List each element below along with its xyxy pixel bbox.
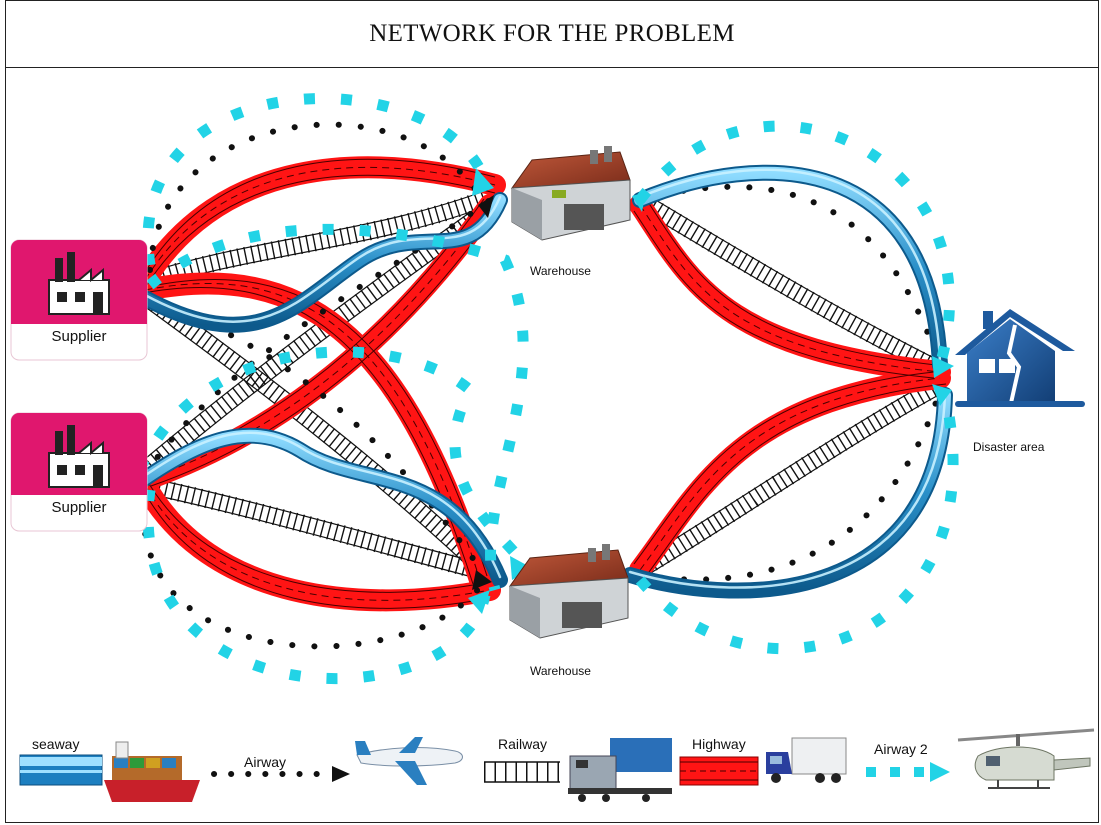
- warehouse-label: Warehouse: [530, 664, 591, 678]
- seaway-link: [134, 429, 506, 586]
- legend-airway-label: Airway: [244, 754, 286, 770]
- airplane-icon: [355, 737, 463, 785]
- airway2-link: [142, 93, 491, 266]
- legend-highway: Highway: [679, 736, 847, 786]
- airway2-links: [134, 93, 959, 684]
- railway-link: [139, 197, 501, 477]
- airway2-link: [635, 393, 959, 655]
- warehouse-label: Warehouse: [530, 264, 591, 278]
- airway-link: [147, 121, 488, 273]
- airway-link: [140, 487, 488, 650]
- seaway-links: [132, 164, 953, 599]
- house-icon: [955, 309, 1085, 407]
- airway2-link: [134, 346, 525, 563]
- legend: seaway Airway: [19, 728, 1095, 802]
- truck-icon: [766, 737, 847, 783]
- legend-railway-label: Railway: [498, 736, 547, 752]
- railway-link: [144, 292, 502, 587]
- airway2-link: [142, 489, 491, 684]
- train-icon: [568, 738, 672, 802]
- arrowheads: [468, 168, 954, 614]
- factory-icon: [48, 252, 110, 315]
- legend-seaway-label: seaway: [32, 736, 79, 752]
- railway-links: [138, 186, 945, 587]
- supplier-label: Supplier: [51, 328, 106, 345]
- warehouse-node-top[interactable]: Warehouse: [510, 146, 631, 278]
- airway-links: [140, 121, 943, 650]
- railway-link: [147, 186, 499, 289]
- disaster-area-label: Disaster area: [973, 440, 1045, 454]
- airway-link: [142, 197, 493, 478]
- supplier-node-top[interactable]: Supplier: [10, 239, 148, 361]
- helicopter-icon: [957, 728, 1095, 789]
- legend-airway: Airway: [211, 737, 463, 785]
- title-row: NETWORK FOR THE PROBLEM: [6, 1, 1098, 68]
- airway2-link: [635, 120, 955, 367]
- ship-icon: [104, 741, 200, 802]
- airway2-link: [146, 223, 529, 592]
- diagram-title: NETWORK FOR THE PROBLEM: [369, 20, 735, 47]
- warehouse-node-bottom[interactable]: Warehouse: [508, 544, 629, 678]
- legend-railway: Railway: [484, 736, 672, 802]
- legend-highway-label: Highway: [692, 736, 746, 752]
- factory-icon: [48, 425, 110, 488]
- supplier-node-bottom[interactable]: Supplier: [10, 412, 148, 532]
- legend-airway2-label: Airway 2: [874, 741, 928, 757]
- warehouse-icon: [510, 146, 631, 241]
- warehouse-icon: [508, 544, 629, 639]
- supplier-label: Supplier: [51, 499, 106, 516]
- highway-links: [134, 156, 951, 612]
- legend-seaway: seaway: [19, 736, 200, 802]
- seaway-link: [139, 194, 506, 331]
- legend-airway2: Airway 2: [866, 728, 1095, 789]
- disaster-area-node[interactable]: Disaster area: [955, 309, 1085, 454]
